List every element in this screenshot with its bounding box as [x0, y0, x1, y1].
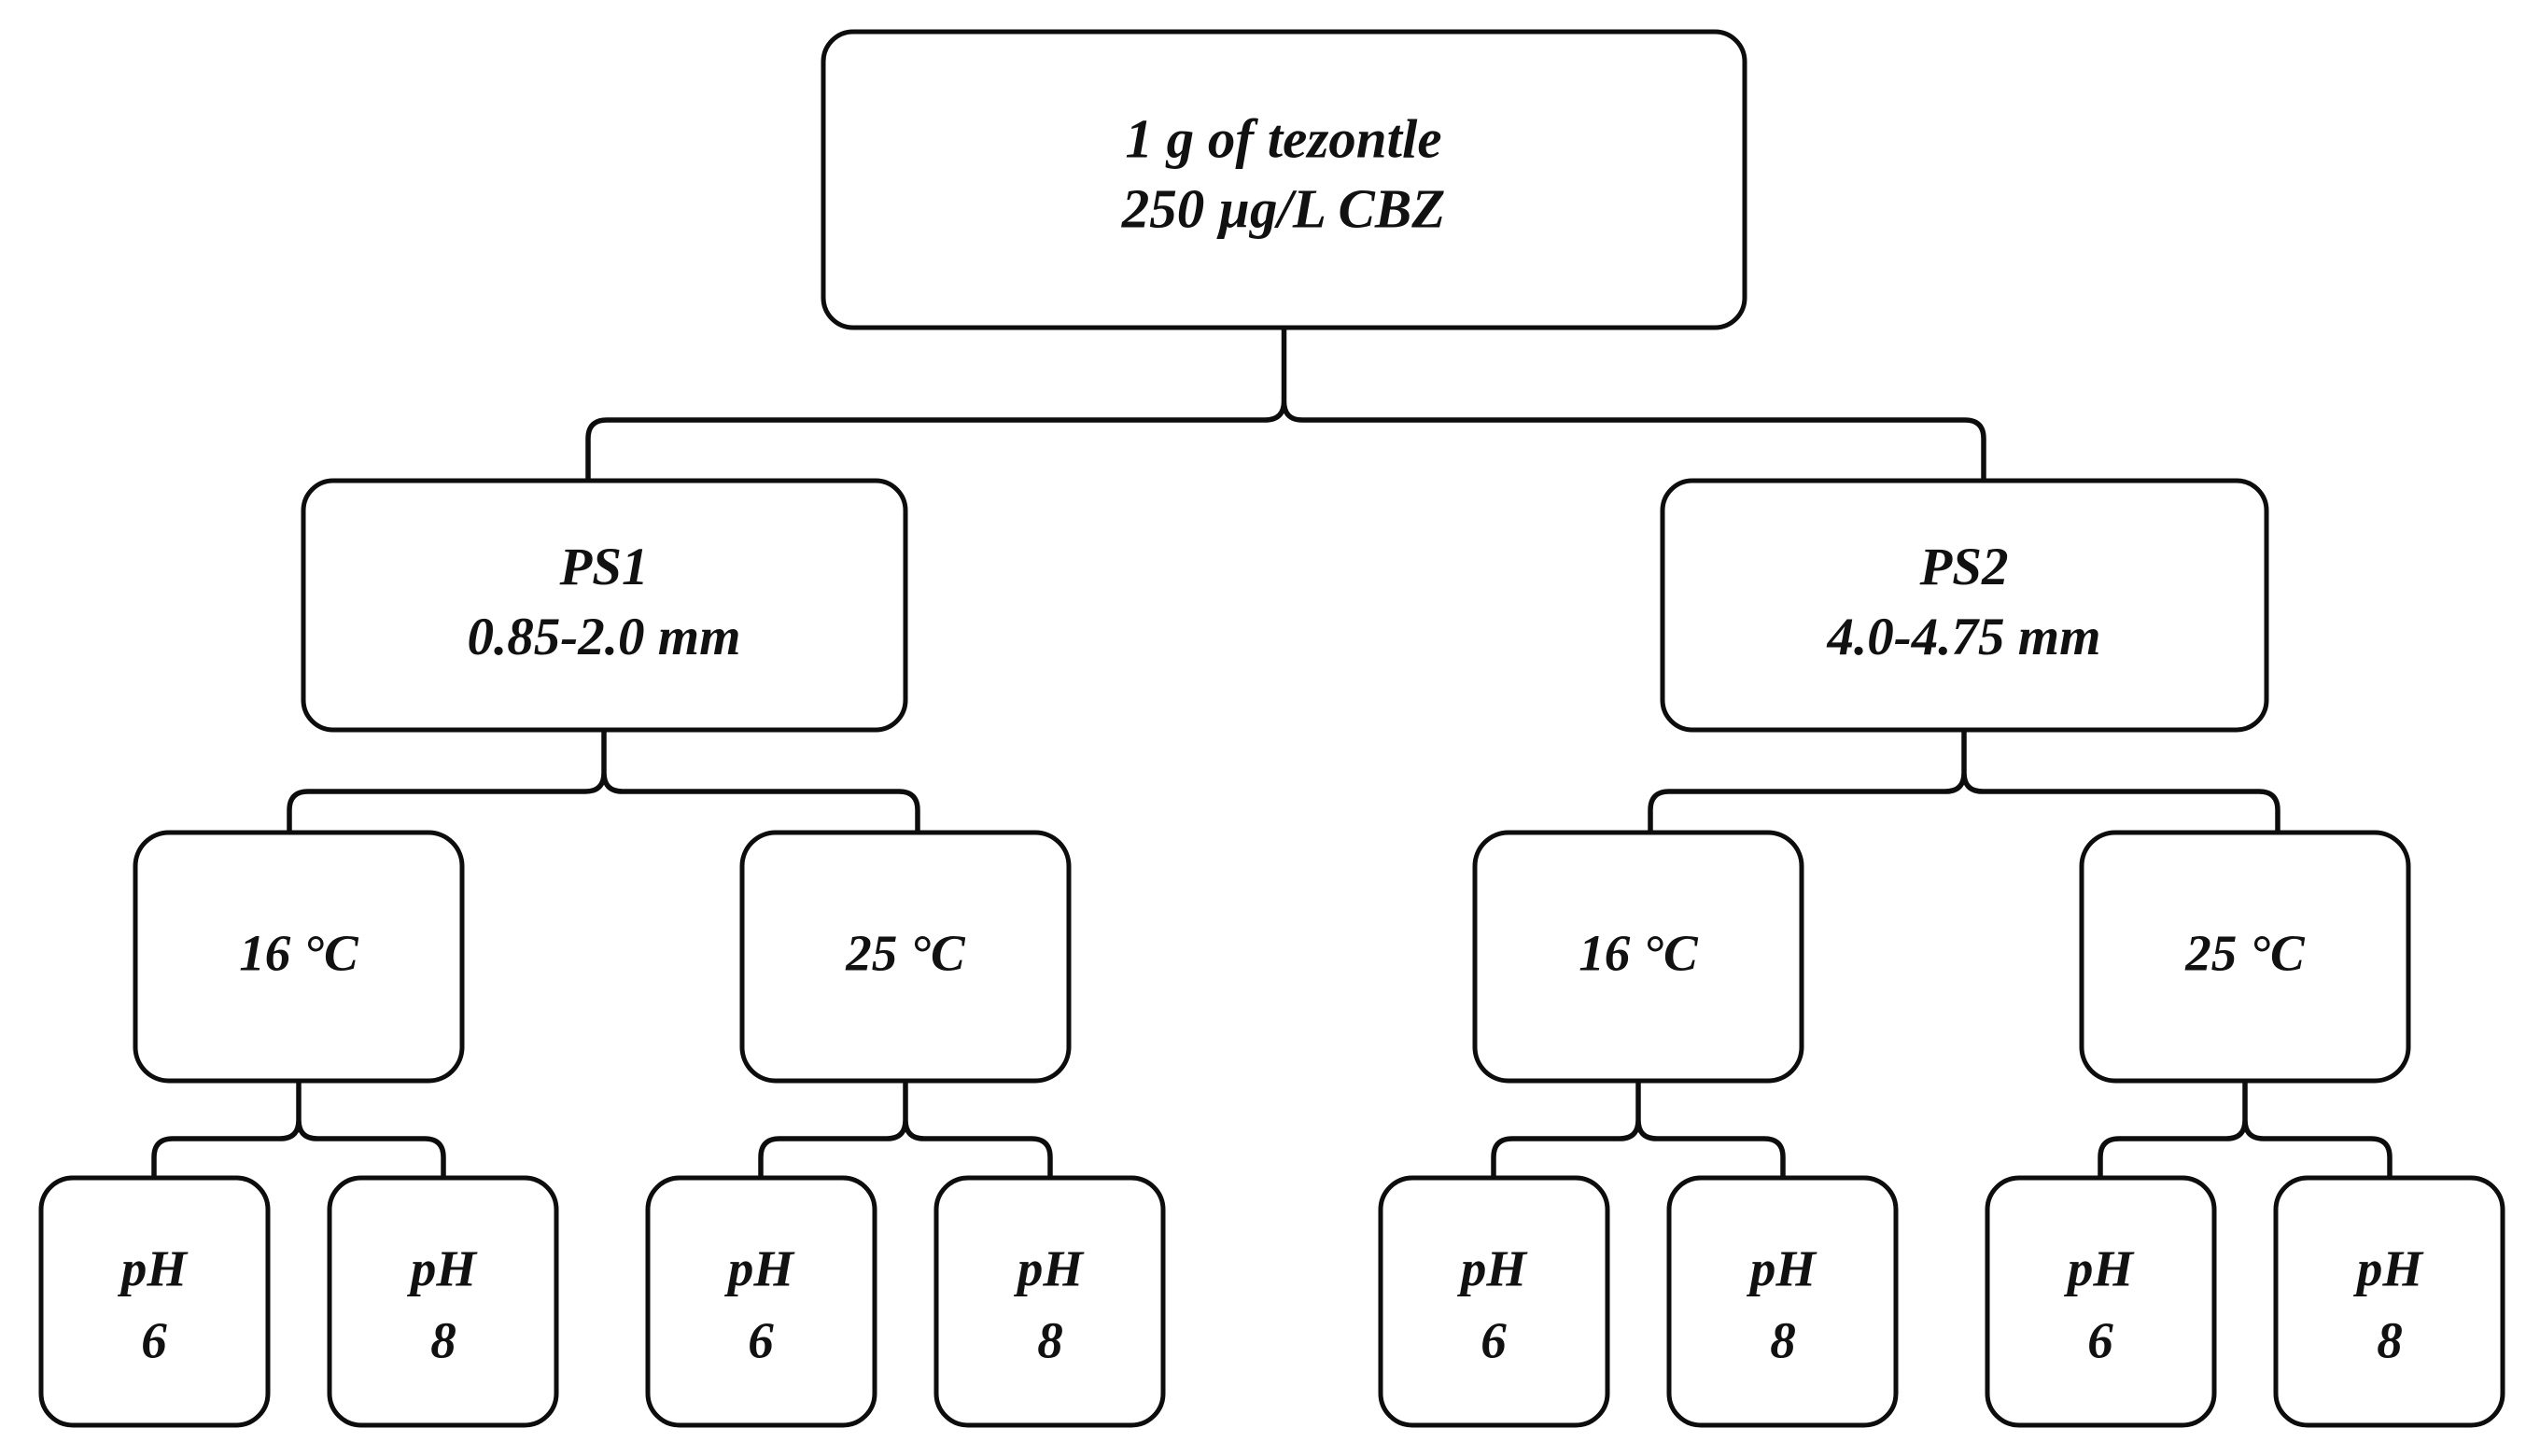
connector-ps1-t25-to-ph: [758, 1081, 1053, 1178]
connector-ps1-t16-to-ph: [151, 1081, 446, 1178]
ps2-label-line1: PS2: [1918, 538, 2008, 596]
node-ps1-t25-ph6[interactable]: pH 6: [645, 1175, 877, 1428]
ps1-label-line1: PS1: [558, 538, 648, 596]
ps1-t25-ph8-label-line2: 8: [1037, 1312, 1063, 1369]
node-ps1-t16-ph6[interactable]: pH 6: [38, 1175, 271, 1428]
ps1-t16-ph8-box[interactable]: [327, 1175, 559, 1428]
ps1-t16-ph8-label-line2: 8: [430, 1312, 456, 1369]
ps2-t16-label: 16 °C: [1579, 925, 1699, 982]
ps2-t16-ph6-box[interactable]: [1378, 1175, 1610, 1428]
node-ps1-t25[interactable]: 25 °C: [739, 830, 1072, 1084]
ps2-t25-ph6-label-line1: pH: [2064, 1240, 2136, 1297]
ps2-t25-ph6-box[interactable]: [1985, 1175, 2217, 1428]
ps1-t16-ph6-label-line2: 6: [141, 1312, 167, 1369]
connector-ps2-to-temperatures: [1648, 730, 2280, 833]
ps2-label-line2: 4.0-4.75 mm: [1827, 608, 2101, 666]
connector-ps1-to-temperatures: [287, 730, 920, 833]
connector-ps2-t25-to-ph: [2098, 1081, 2393, 1178]
ps1-t25-ph8-label-line1: pH: [1014, 1240, 1086, 1297]
ps1-box[interactable]: [301, 478, 908, 733]
ps2-box[interactable]: [1660, 478, 2269, 733]
ps2-t25-box[interactable]: [2079, 830, 2411, 1084]
ps2-t16-ph8-label-line1: pH: [1747, 1240, 1818, 1297]
root-box[interactable]: [821, 29, 1747, 330]
ps1-t25-ph6-label-line2: 6: [748, 1312, 774, 1369]
node-ps2-t16-ph6[interactable]: pH 6: [1378, 1175, 1610, 1428]
ps1-t16-box[interactable]: [133, 830, 465, 1084]
node-ps1-t16-ph8[interactable]: pH 8: [327, 1175, 559, 1428]
ps1-t25-ph8-box[interactable]: [933, 1175, 1166, 1428]
node-ps2-t16[interactable]: 16 °C: [1472, 830, 1804, 1084]
connector-root-to-particle-sizes: [585, 328, 1986, 481]
ps1-t25-ph6-box[interactable]: [645, 1175, 877, 1428]
ps2-t25-label: 25 °C: [2184, 925, 2306, 982]
node-ps2-t25[interactable]: 25 °C: [2079, 830, 2411, 1084]
connector-ps2-t16-to-ph: [1491, 1081, 1786, 1178]
ps2-t16-ph6-label-line1: pH: [1457, 1240, 1529, 1297]
ps1-t16-ph6-box[interactable]: [38, 1175, 271, 1428]
ps2-t16-ph8-label-line2: 8: [1770, 1312, 1796, 1369]
ps1-t16-label: 16 °C: [239, 925, 359, 982]
connector-layer: [151, 328, 2393, 1178]
ps2-t25-ph8-box[interactable]: [2273, 1175, 2505, 1428]
ps1-t25-ph6-label-line1: pH: [724, 1240, 796, 1297]
node-ps1-t16[interactable]: 16 °C: [133, 830, 465, 1084]
ps1-label-line2: 0.85-2.0 mm: [468, 608, 741, 666]
ps1-t25-label: 25 °C: [845, 925, 966, 982]
node-root[interactable]: 1 g of tezontle 250 µg/L CBZ: [821, 29, 1747, 330]
root-label-line1: 1 g of tezontle: [1125, 108, 1441, 170]
node-ps2-t16-ph8[interactable]: pH 8: [1666, 1175, 1899, 1428]
node-ps2[interactable]: PS2 4.0-4.75 mm: [1660, 478, 2269, 733]
ps2-t16-ph8-box[interactable]: [1666, 1175, 1899, 1428]
ps2-t25-ph6-label-line2: 6: [2087, 1312, 2113, 1369]
ps1-t25-box[interactable]: [739, 830, 1072, 1084]
ps2-t25-ph8-label-line1: pH: [2353, 1240, 2425, 1297]
node-ps1[interactable]: PS1 0.85-2.0 mm: [301, 478, 908, 733]
ps1-t16-ph8-label-line1: pH: [407, 1240, 479, 1297]
node-ps2-t25-ph6[interactable]: pH 6: [1985, 1175, 2217, 1428]
ps2-t16-ph6-label-line2: 6: [1481, 1312, 1507, 1369]
root-label-line2: 250 µg/L CBZ: [1121, 178, 1445, 240]
node-ps1-t25-ph8[interactable]: pH 8: [933, 1175, 1166, 1428]
node-ps2-t25-ph8[interactable]: pH 8: [2273, 1175, 2505, 1428]
ps1-t16-ph6-label-line1: pH: [118, 1240, 189, 1297]
ps2-t25-ph8-label-line2: 8: [2377, 1312, 2403, 1369]
ps2-t16-box[interactable]: [1472, 830, 1804, 1084]
